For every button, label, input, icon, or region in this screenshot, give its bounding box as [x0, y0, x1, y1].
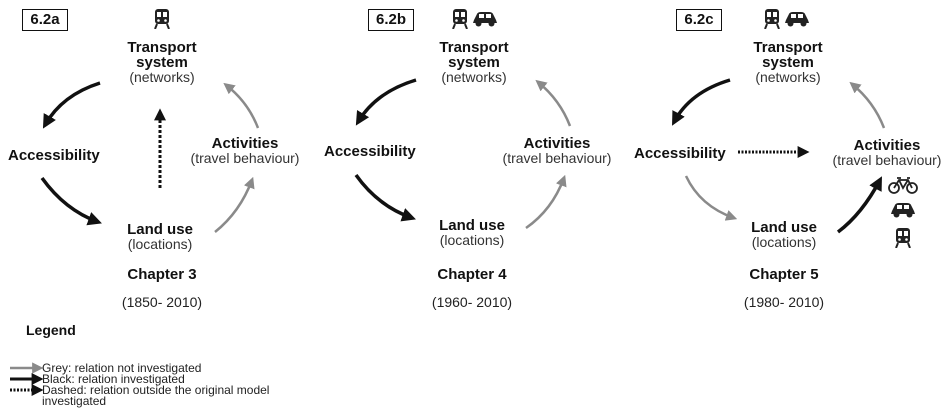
arrow-landuse-to-activities — [214, 176, 255, 233]
land-use-sub: (locations) — [127, 236, 193, 252]
activities-title: Activities — [211, 135, 279, 152]
panel-tag: 6.2b — [368, 9, 414, 31]
panel-a-arrows — [40, 81, 260, 233]
legend-arrows — [10, 362, 44, 396]
transport-title: Transport — [127, 39, 197, 56]
activities-title: Activities — [523, 135, 591, 152]
land-use-title: Land use — [439, 217, 505, 234]
years-label: (1960- 2010) — [431, 294, 513, 310]
accessibility-label: Accessibility — [634, 145, 726, 162]
arrow-accessibility-to-landuse — [684, 175, 738, 221]
transport-system-label: Transport system (networks) — [112, 40, 212, 85]
transport-networks: (networks) — [755, 69, 821, 85]
activities-label: Activities (travel behaviour) — [822, 138, 952, 168]
land-use-label: Land use (locations) — [432, 218, 512, 248]
arrow-transport-to-accessibility — [672, 78, 731, 126]
legend-black-label: Black: relation investigated — [42, 372, 185, 386]
arrow-activities-to-transport — [535, 79, 572, 127]
years-label: (1850- 2010) — [121, 294, 203, 310]
land-use-label: Land use (locations) — [744, 220, 824, 250]
chapter-label: Chapter 5 — [749, 266, 819, 283]
panel-tag: 6.2c — [676, 9, 722, 31]
land-use-sub: (locations) — [751, 234, 817, 250]
arrow-landuse-to-activities — [836, 176, 882, 234]
legend-dashed-label-1: Dashed: relation outside the original mo… — [42, 383, 270, 397]
chapter-label: Chapter 3 — [127, 266, 197, 283]
legend-grey-label: Grey: relation not investigated — [42, 361, 202, 375]
activities-sub: (travel behaviour) — [502, 150, 612, 166]
transport-sub: system — [448, 54, 500, 71]
arrow-activities-to-transport — [223, 82, 260, 129]
activities-label: Activities (travel behaviour) — [180, 136, 310, 166]
arrow-transport-to-accessibility — [355, 78, 417, 126]
transport-title: Transport — [753, 39, 823, 56]
transport-networks: (networks) — [441, 69, 507, 85]
arrow-activities-to-transport — [849, 81, 886, 129]
land-use-sub: (locations) — [439, 232, 505, 248]
land-use-title: Land use — [751, 219, 817, 236]
land-use-title: Land use — [127, 221, 193, 238]
land-use-label: Land use (locations) — [120, 222, 200, 252]
accessibility-label: Accessibility — [8, 147, 100, 164]
legend-title: Legend — [26, 322, 76, 338]
chapter-label: Chapter 4 — [437, 266, 507, 283]
arrow-landuse-to-activities — [525, 174, 567, 230]
years-label: (1980- 2010) — [743, 294, 825, 310]
arrow-accessibility-to-landuse — [354, 173, 416, 222]
transport-title: Transport — [439, 39, 509, 56]
panel-6-2b: 6.2b Transport system (networks) Accessi… — [316, 0, 636, 330]
transport-system-label: Transport system (networks) — [738, 40, 838, 85]
panel-6-2a: 6.2a Transport system (networks) Accessi… — [0, 0, 320, 330]
arrow-transport-to-accessibility — [42, 81, 101, 129]
transport-sub: system — [762, 54, 814, 71]
panel-b-arrows — [354, 78, 572, 230]
panel-c-arrows — [672, 78, 886, 234]
activities-label: Activities (travel behaviour) — [492, 136, 622, 166]
legend-dashed-label-2: investigated — [42, 394, 107, 408]
arrow-accessibility-to-landuse — [40, 176, 102, 226]
activities-sub: (travel behaviour) — [190, 150, 300, 166]
activities-title: Activities — [853, 137, 921, 154]
accessibility-label: Accessibility — [324, 143, 416, 160]
activities-sub: (travel behaviour) — [832, 152, 942, 168]
transport-networks: (networks) — [129, 69, 195, 85]
panel-6-2c: 6.2c Transport system (networks) Accessi… — [624, 0, 944, 330]
transport-sub: system — [136, 54, 188, 71]
panel-tag: 6.2a — [22, 9, 68, 31]
transport-system-label: Transport system (networks) — [424, 40, 524, 85]
